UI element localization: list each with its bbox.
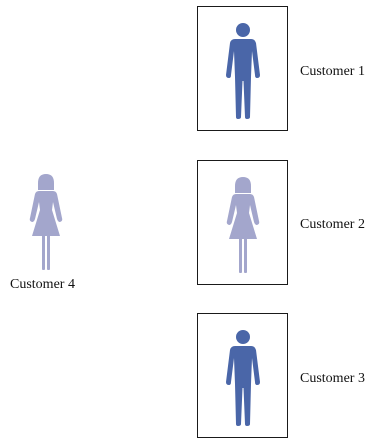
customer-1-label: Customer 1: [300, 64, 365, 79]
male-person-icon: [226, 23, 260, 119]
female-person-icon: [226, 177, 260, 273]
customer-3-box: [197, 313, 288, 438]
customer-2-label: Customer 2: [300, 217, 365, 232]
customer-2-box: [197, 160, 288, 285]
customer-4-label: Customer 4: [10, 277, 75, 292]
male-person-icon: [226, 330, 260, 426]
customer-3-label: Customer 3: [300, 371, 365, 386]
customer-1-box: [197, 6, 288, 131]
female-person-icon: [29, 174, 63, 270]
